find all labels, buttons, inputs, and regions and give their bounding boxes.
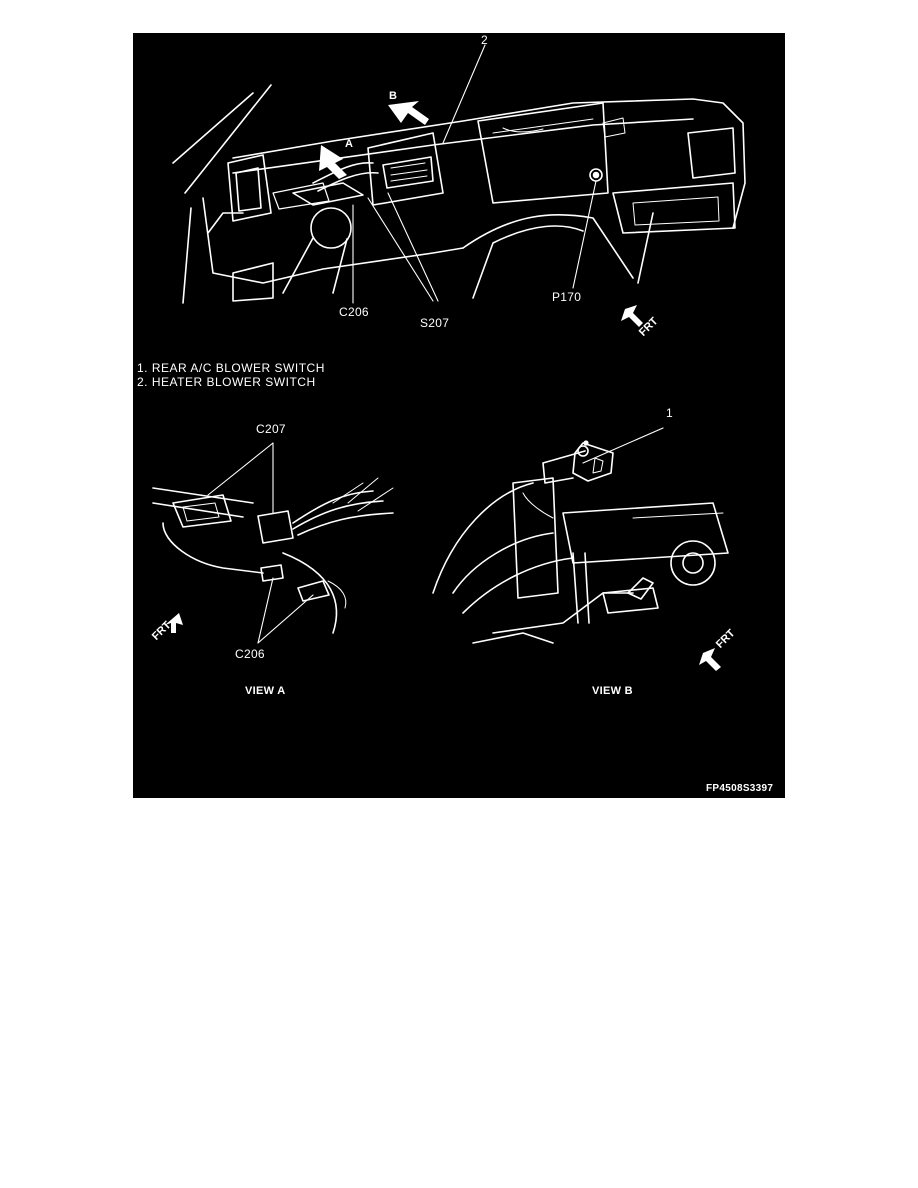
callout-p170: P170 <box>552 290 582 304</box>
arrow-b-label: B <box>389 90 398 102</box>
view-b-title: VIEW B <box>592 685 633 697</box>
main-dash-illustration <box>172 44 746 304</box>
diagram-artwork <box>152 44 746 671</box>
callout-c206: C206 <box>339 305 369 319</box>
view-a-title: VIEW A <box>245 685 286 697</box>
legend-item-2: 2. HEATER BLOWER SWITCH <box>137 375 316 389</box>
callout-s207: S207 <box>420 316 450 330</box>
legend-item-1: 1. REAR A/C BLOWER SWITCH <box>137 361 325 375</box>
callout-c206-view-a: C206 <box>235 647 265 661</box>
view-b-arrow <box>388 101 429 125</box>
view-b-illustration <box>432 427 729 671</box>
view-a-arrow <box>319 145 347 179</box>
wiring-diagram-figure: 2 B A C206 S207 P170 FRT 1. REAR A/C BLO… <box>133 33 785 798</box>
view-a-illustration <box>152 442 394 644</box>
callout-2: 2 <box>481 33 488 47</box>
callout-c207-view-a: C207 <box>256 422 286 436</box>
callout-1-view-b: 1 <box>666 406 673 420</box>
arrow-a-label: A <box>345 138 354 150</box>
figure-id: FP4508S3397 <box>706 783 774 794</box>
